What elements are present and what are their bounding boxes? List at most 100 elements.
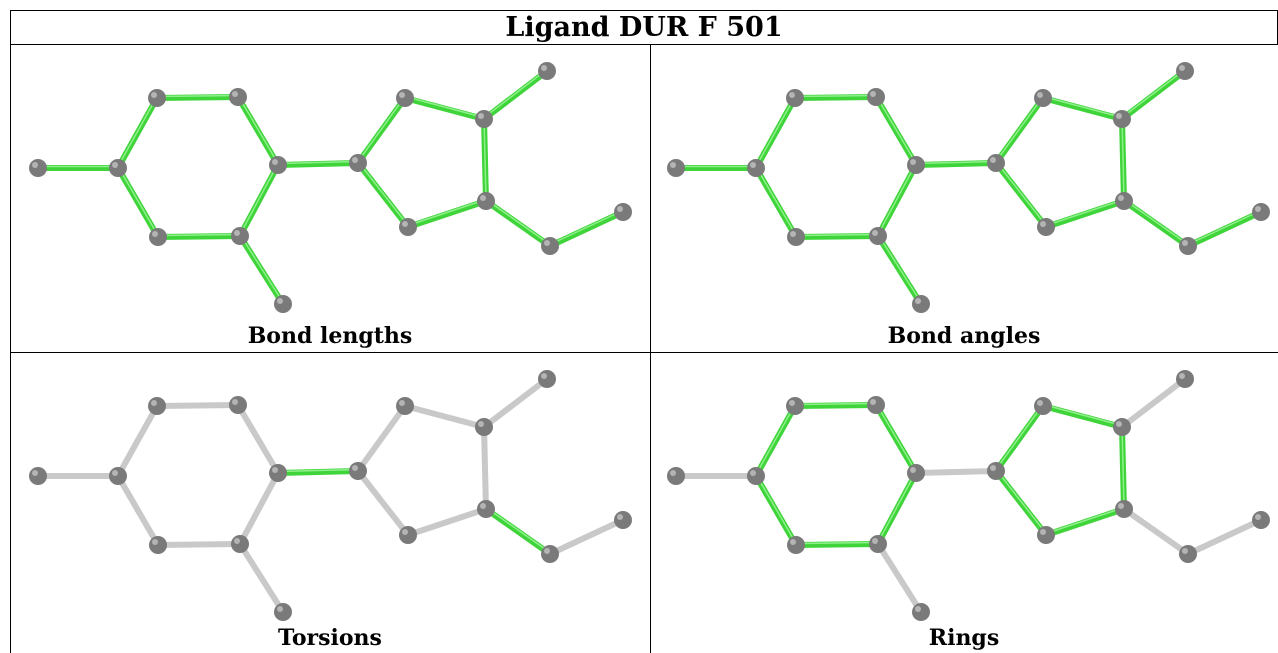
- atom-highlight: [750, 162, 756, 168]
- atom: [907, 156, 925, 174]
- atom-highlight: [617, 514, 623, 520]
- bond-highlight-sheen: [483, 68, 548, 119]
- bond-highlight-sheen: [794, 94, 877, 98]
- atom: [349, 154, 367, 172]
- left-border: [10, 45, 11, 653]
- atom: [349, 462, 367, 480]
- bond-highlight-sheen: [795, 541, 879, 545]
- atom: [541, 237, 559, 255]
- bond-highlight-sheen: [239, 233, 284, 304]
- atom-highlight: [232, 91, 238, 97]
- atom-highlight: [402, 221, 408, 227]
- bond-highlight-sheen: [483, 116, 487, 201]
- row-divider: [10, 352, 1278, 353]
- atom-highlight: [478, 113, 484, 119]
- atom: [1179, 237, 1197, 255]
- bond: [993, 160, 1049, 230]
- atom-highlight: [872, 538, 878, 544]
- bond: [1043, 506, 1127, 538]
- atom: [1037, 218, 1055, 236]
- atom: [987, 462, 1005, 480]
- atom-highlight: [399, 92, 405, 98]
- atom-highlight: [915, 606, 921, 612]
- atom-highlight: [152, 539, 158, 545]
- atom-highlight: [151, 92, 157, 98]
- atom-highlight: [789, 400, 795, 406]
- panel-bond-lengths: Bond lengths: [10, 45, 650, 352]
- bond-highlight-sheen: [755, 95, 796, 168]
- bond-highlight-sheen: [877, 233, 922, 304]
- bond: [355, 95, 408, 166]
- atom-highlight: [1182, 240, 1188, 246]
- bond: [873, 94, 919, 168]
- atom-highlight: [352, 465, 358, 471]
- atom-highlight: [151, 400, 157, 406]
- panel-rings: Rings: [650, 353, 1278, 653]
- atom: [274, 603, 292, 621]
- atom-highlight: [352, 157, 358, 163]
- bond: [154, 94, 241, 101]
- figure-frame: Ligand DUR F 501 Bond lengths Bond angle…: [10, 10, 1278, 653]
- atom: [667, 159, 685, 177]
- atom-highlight: [541, 65, 547, 71]
- atom: [614, 511, 632, 529]
- atom: [274, 295, 292, 313]
- atom: [747, 467, 765, 485]
- atom: [396, 397, 414, 415]
- atom-highlight: [544, 240, 550, 246]
- atom: [987, 154, 1005, 172]
- atom: [538, 62, 556, 80]
- atom-highlight: [544, 548, 550, 554]
- atom-highlight: [112, 470, 118, 476]
- bond-highlight-sheen: [1121, 116, 1125, 201]
- atom-highlight: [870, 91, 876, 97]
- atom: [541, 545, 559, 563]
- bond: [355, 403, 408, 474]
- molecule-torsions: [29, 370, 632, 621]
- atom-highlight: [272, 159, 278, 165]
- bond: [355, 160, 411, 230]
- bond: [402, 95, 487, 122]
- bond-highlight-sheen: [117, 165, 159, 237]
- bond: [993, 468, 1049, 538]
- atom-highlight: [1040, 529, 1046, 535]
- atom: [1034, 397, 1052, 415]
- bond-highlight-sheen: [795, 233, 879, 237]
- bond-highlight-sheen: [995, 95, 1044, 163]
- atom-highlight: [1037, 400, 1043, 406]
- figure-title: Ligand DUR F 501: [10, 10, 1278, 45]
- bond-highlight-sheen: [1045, 506, 1125, 535]
- atom: [109, 159, 127, 177]
- atom: [912, 295, 930, 313]
- atom-highlight: [1182, 548, 1188, 554]
- atom-highlight: [1037, 92, 1043, 98]
- atom-highlight: [402, 529, 408, 535]
- caption-bond-lengths: Bond lengths: [247, 323, 413, 349]
- atom: [149, 536, 167, 554]
- atom-highlight: [670, 162, 676, 168]
- atom-highlight: [1255, 514, 1261, 520]
- bond: [154, 402, 241, 409]
- atom-highlight: [1040, 221, 1046, 227]
- bond: [275, 160, 361, 168]
- bond: [993, 95, 1046, 166]
- atom: [1179, 545, 1197, 563]
- atom: [867, 396, 885, 414]
- atom: [1037, 526, 1055, 544]
- atom-highlight: [1255, 206, 1261, 212]
- atom-highlight: [480, 503, 486, 509]
- bond: [405, 506, 489, 538]
- bond-highlight-sheen: [485, 506, 551, 554]
- bond: [547, 517, 626, 557]
- atom: [1115, 500, 1133, 518]
- bond: [873, 402, 919, 476]
- atom: [1252, 203, 1270, 221]
- atom: [109, 467, 127, 485]
- bond: [1121, 506, 1191, 557]
- atom-highlight: [32, 470, 38, 476]
- atom-highlight: [750, 470, 756, 476]
- bond-highlight-sheen: [915, 160, 997, 165]
- bond: [875, 541, 924, 615]
- bond: [1040, 403, 1125, 430]
- atom-highlight: [910, 159, 916, 165]
